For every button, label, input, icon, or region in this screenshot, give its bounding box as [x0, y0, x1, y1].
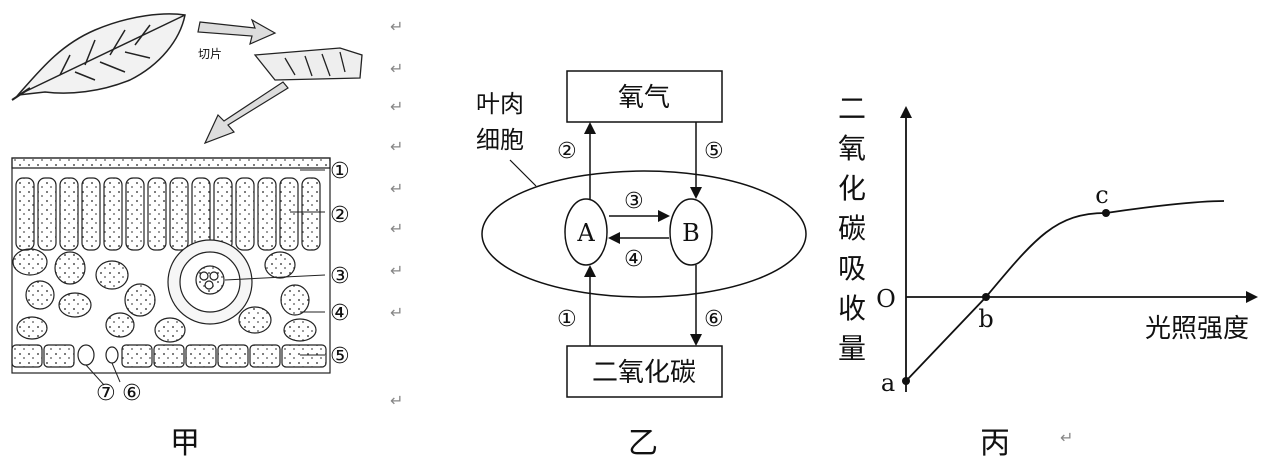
jia-marker-4: ④ — [330, 301, 350, 326]
jia-marker-1: ① — [330, 159, 350, 184]
arrow-label-2: ② — [557, 139, 577, 164]
panel-yi: 氧气 二氧化碳 叶肉 细胞 A B ② ⑤ ③ ④ ① ⑥ — [476, 70, 807, 398]
jia-marker-2: ② — [330, 203, 350, 228]
caption-jia: 甲 — [170, 426, 200, 461]
jia-marker-7: ⑦ — [96, 381, 116, 406]
return-mark: ↵ — [390, 303, 403, 322]
curve-point-label-c: c — [1095, 181, 1108, 209]
caption-yi: 乙 — [628, 426, 658, 461]
jia-marker-5: ⑤ — [330, 344, 350, 369]
slice-sketch — [253, 47, 363, 81]
vein-bundle — [167, 239, 253, 325]
co2-box — [566, 345, 723, 398]
curve-point-b — [982, 293, 990, 301]
arrow-label-4: ④ — [624, 247, 644, 272]
cell-ellipse — [481, 170, 807, 298]
leaf-cross-section — [11, 157, 331, 386]
ylabel-char: 化 — [838, 172, 866, 205]
ylabel-char: 量 — [838, 332, 866, 365]
ylabel-char: 碳 — [838, 212, 866, 245]
arrow-label-6: ⑥ — [704, 307, 724, 332]
slice-label: 切片 — [198, 47, 222, 61]
curve-points: a b c — [881, 181, 1110, 397]
jia-marker-3: ③ — [330, 264, 350, 289]
origin-label: O — [876, 285, 896, 313]
ylabel-char: 二 — [838, 92, 866, 125]
cell-label-line2: 细胞 — [476, 126, 524, 154]
return-mark: ↵ — [390, 17, 403, 36]
co2-curve — [905, 200, 1225, 382]
return-mark: ↵ — [390, 391, 403, 410]
node-b-label: B — [682, 219, 700, 247]
arrow-to-section — [203, 81, 289, 145]
co2-label: 二氧化碳 — [592, 358, 696, 388]
return-mark: ↵ — [1060, 428, 1074, 447]
oxygen-box — [566, 70, 723, 123]
arrow-label-1: ① — [557, 307, 577, 332]
ylabel-char: 氧 — [838, 132, 866, 165]
stoma — [77, 344, 119, 366]
x-axis-label: 光照强度 — [1145, 314, 1249, 344]
return-mark: ↵ — [390, 219, 403, 238]
return-mark: ↵ — [390, 137, 403, 156]
cell-label-leader — [509, 159, 537, 187]
leaf-sketch — [11, 13, 186, 101]
return-mark: ↵ — [390, 261, 403, 280]
return-mark: ↵ — [390, 59, 403, 78]
panel-jia: 切片 — [11, 13, 403, 410]
curve-point-label-a: a — [881, 369, 895, 397]
curve-point-a — [902, 377, 910, 385]
panel-bing: 二 氧 化 碳 吸 收 量 O 光照强度 a b c — [838, 92, 1258, 397]
node-b — [669, 198, 713, 266]
ylabel-char: 收 — [838, 292, 866, 325]
arrow-to-slice — [197, 18, 277, 46]
ylabel-char: 吸 — [838, 252, 866, 285]
return-mark: ↵ — [390, 97, 403, 116]
return-mark: ↵ — [390, 179, 403, 198]
arrow-label-3: ③ — [624, 189, 644, 214]
caption-bing: 丙 — [980, 426, 1010, 461]
oxygen-label: 氧气 — [618, 83, 670, 113]
jia-marker-6: ⑥ — [122, 381, 142, 406]
arrow-label-5: ⑤ — [704, 139, 724, 164]
cell-label-line1: 叶肉 — [476, 90, 524, 118]
curve-point-label-b: b — [978, 305, 993, 333]
node-a-label: A — [576, 219, 595, 247]
curve-point-c — [1102, 209, 1110, 217]
